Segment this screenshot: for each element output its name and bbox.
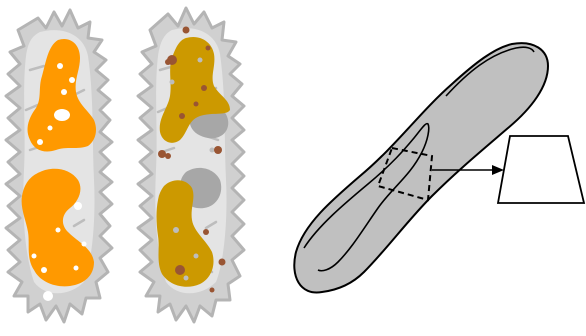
- organism-mustard: [138, 8, 244, 322]
- organism-orange: [6, 10, 112, 322]
- trapezoid-cross-section: [498, 136, 584, 203]
- pointer-arrow-head: [492, 165, 504, 175]
